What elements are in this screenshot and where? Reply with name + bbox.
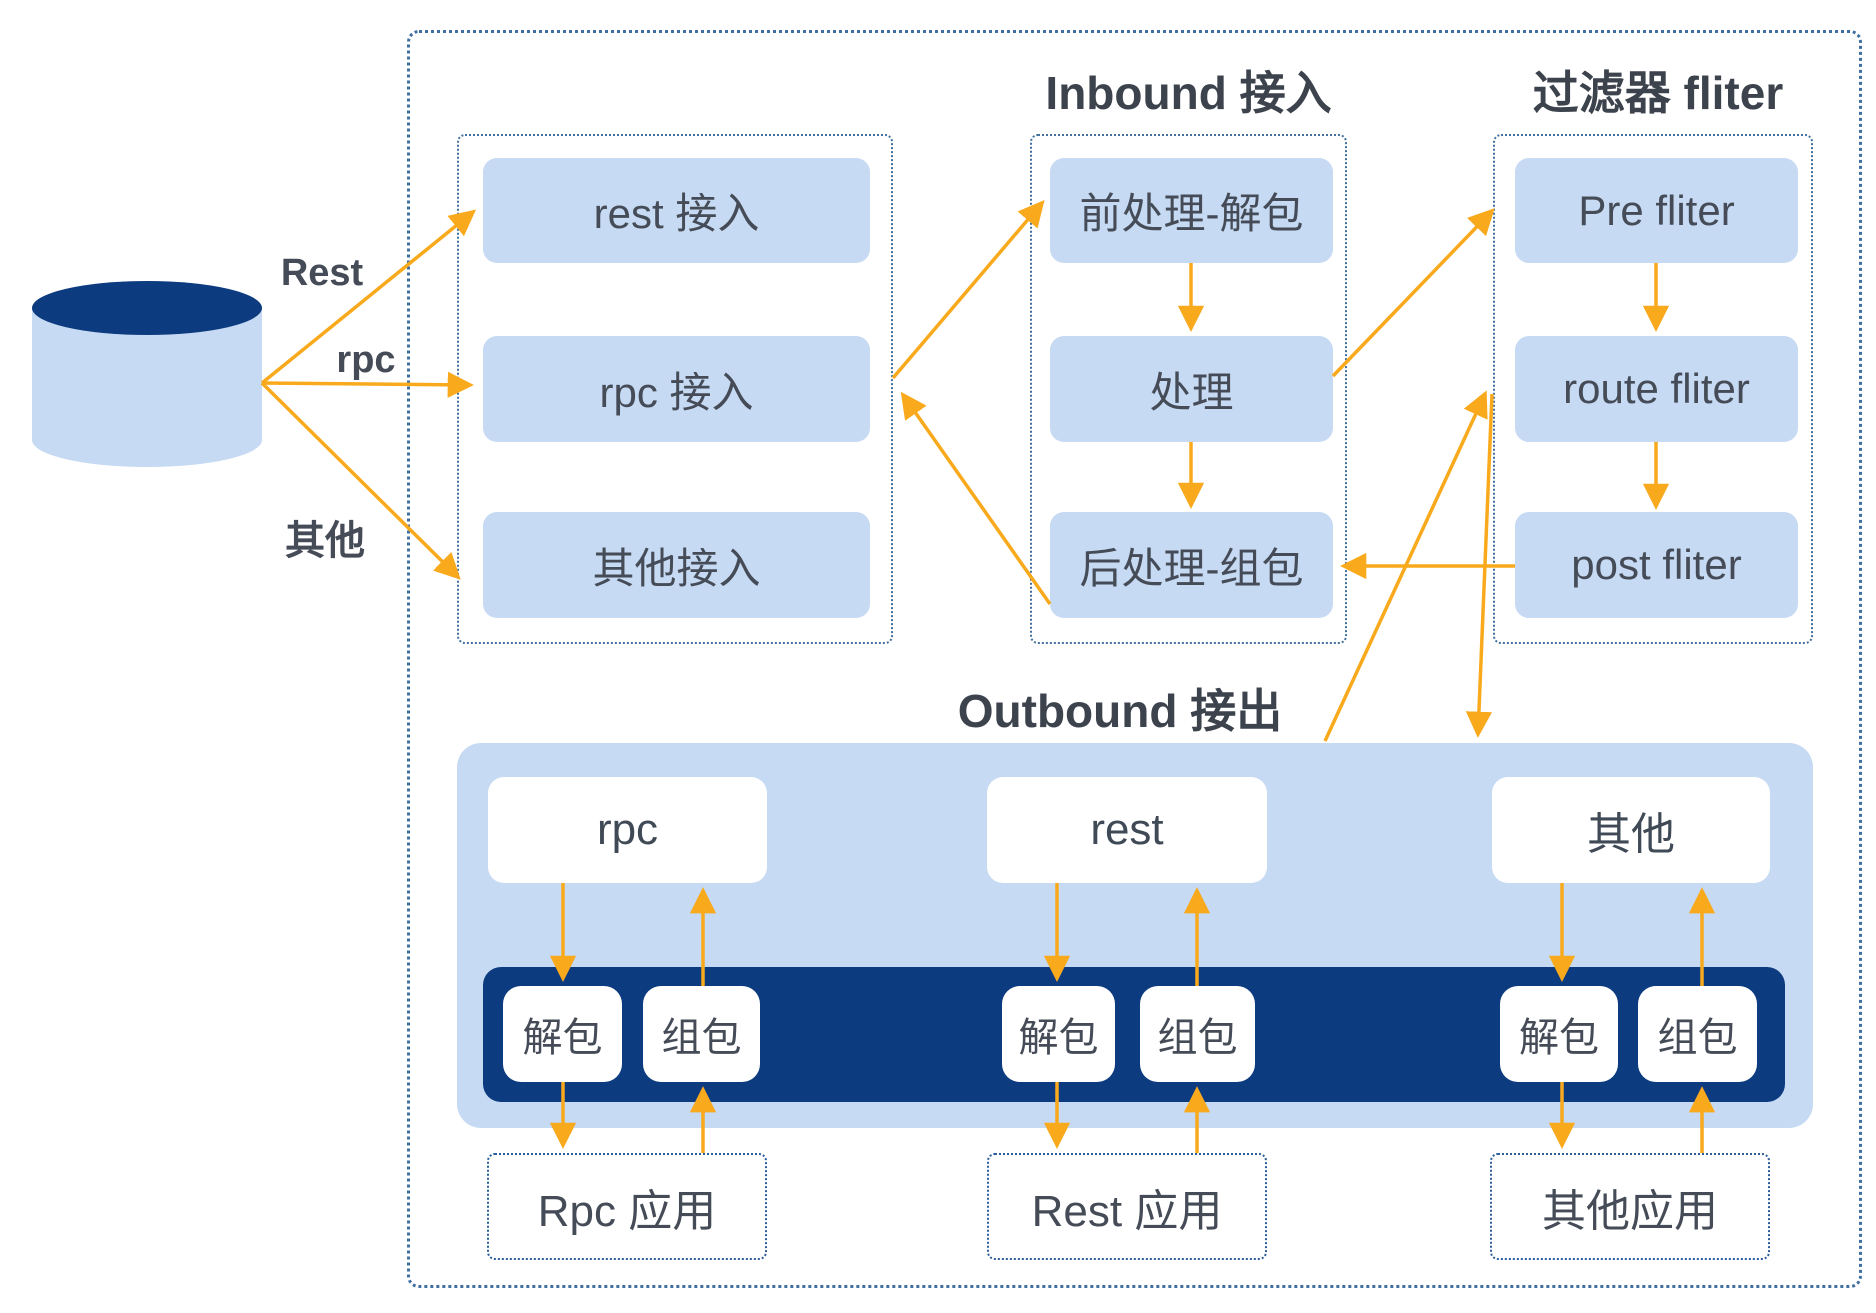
inbound-box-postprocess-pack: 后处理-组包 (1050, 512, 1333, 618)
app-box-rpc: Rpc 应用 (487, 1153, 767, 1260)
gateway-outer-container (407, 30, 1862, 1288)
access-box-rpc: rpc 接入 (483, 336, 870, 442)
outbound-box-rpc: rpc (488, 777, 767, 883)
inbound-box-process: 处理 (1050, 336, 1333, 442)
inbound-section-container (1030, 134, 1347, 644)
filter-box-route: route fliter (1515, 336, 1798, 442)
rpc-unpack-box: 解包 (503, 986, 622, 1082)
client-link-label-rpc: rpc (336, 338, 396, 381)
client-link-label-other: 其他 (285, 519, 365, 563)
access-box-rest: rest 接入 (483, 158, 870, 263)
access-box-other: 其他接入 (483, 512, 870, 618)
filter-title: 过滤器 fliter (1532, 67, 1784, 119)
other-pack-box: 组包 (1638, 986, 1757, 1082)
client-link-label-rest: Rest (280, 251, 364, 294)
outbound-box-other: 其他 (1492, 777, 1770, 883)
app-box-other: 其他应用 (1490, 1153, 1770, 1260)
outbound-box-rest: rest (987, 777, 1267, 883)
rest-unpack-box: 解包 (1002, 986, 1115, 1082)
inbound-box-preprocess-unpack: 前处理-解包 (1050, 158, 1333, 263)
app-box-rest: Rest 应用 (987, 1153, 1267, 1260)
client-cylinder (32, 281, 262, 467)
client-label: client (93, 377, 201, 429)
filter-section-container (1493, 134, 1813, 644)
outbound-title: Outbound 接出 (957, 685, 1283, 737)
other-unpack-box: 解包 (1500, 986, 1618, 1082)
filter-box-post: post fliter (1515, 512, 1798, 618)
filter-box-pre: Pre fliter (1515, 158, 1798, 263)
rpc-pack-box: 组包 (643, 986, 760, 1082)
rest-pack-box: 组包 (1140, 986, 1255, 1082)
inbound-title: Inbound 接入 (1045, 67, 1332, 119)
